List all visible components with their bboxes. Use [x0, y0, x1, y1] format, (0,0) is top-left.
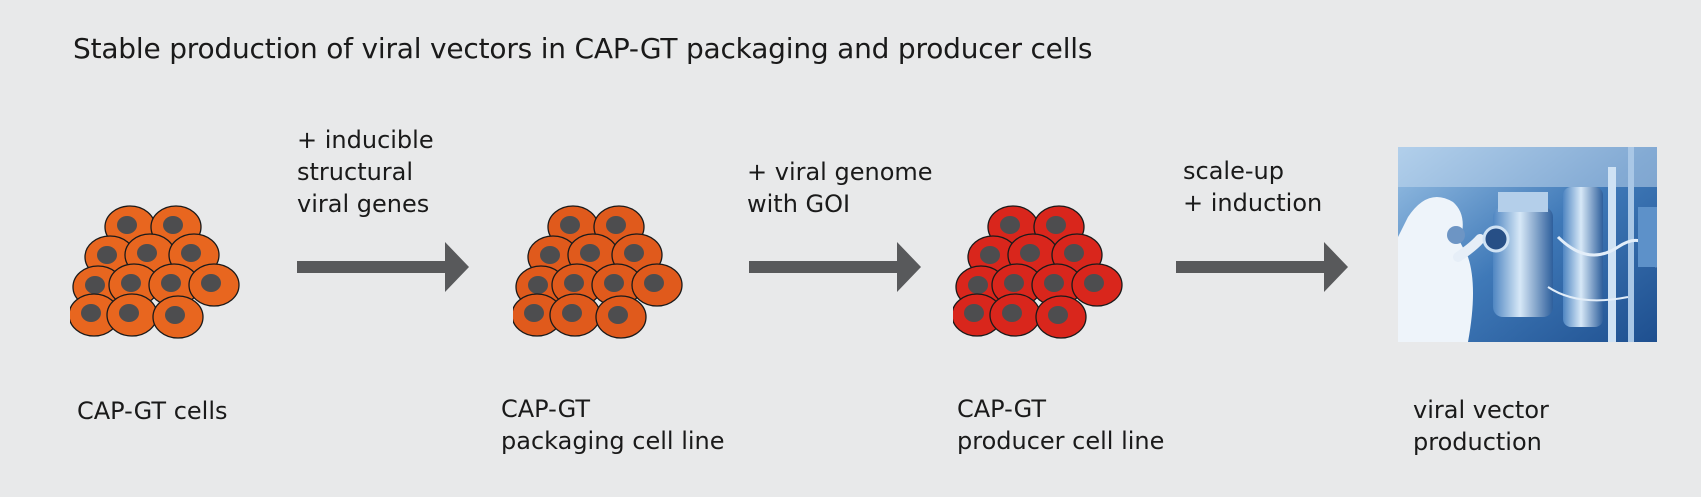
stage-caption-line: producer cell line	[957, 427, 1165, 455]
bioreactor-photo	[1398, 147, 1657, 342]
stage-caption-line: CAP-GT cells	[77, 397, 228, 425]
cell-nucleus	[528, 276, 548, 294]
diagram-title: Stable production of viral vectors in CA…	[73, 32, 1093, 65]
step-label-line: viral genes	[297, 190, 430, 218]
step-label-viral-genome: + viral genome with GOI	[747, 156, 933, 220]
cap-gt-cells-cluster	[70, 205, 240, 339]
cell-nucleus	[97, 246, 117, 264]
stage-caption-line: viral vector	[1413, 396, 1549, 424]
cell-nucleus	[1000, 216, 1020, 234]
cell-nucleus	[201, 274, 221, 292]
cell-nucleus	[624, 244, 644, 262]
cell-nucleus	[1002, 304, 1022, 322]
cell-nucleus	[181, 244, 201, 262]
step-label-line: + induction	[1183, 189, 1323, 217]
cell-nucleus	[137, 244, 157, 262]
right-arrow-icon	[749, 242, 921, 292]
cell-nucleus	[964, 304, 984, 322]
packaging-cell-line-cluster	[513, 205, 683, 339]
cell-nucleus	[968, 276, 988, 294]
cell-nucleus	[1004, 274, 1024, 292]
step-label-line: with GOI	[747, 190, 851, 218]
cell-nucleus	[644, 274, 664, 292]
stage-caption-cap-gt-cells: CAP-GT cells	[77, 395, 228, 427]
stage-caption-producer: CAP-GT producer cell line	[957, 393, 1164, 457]
cell-nucleus	[608, 306, 628, 324]
stage-caption-packaging: CAP-GT packaging cell line	[501, 393, 725, 457]
stage-caption-line: production	[1413, 428, 1542, 456]
cell-nucleus	[560, 216, 580, 234]
step-label-line: + viral genome	[747, 158, 933, 186]
cell-nucleus	[1048, 306, 1068, 324]
cell-nucleus	[562, 304, 582, 322]
step-label-inducible-genes: + inducible structural viral genes	[297, 124, 434, 220]
cell-nucleus	[121, 274, 141, 292]
stage-caption-line: CAP-GT	[957, 395, 1047, 423]
cell-nucleus	[161, 274, 181, 292]
cell-nucleus	[564, 274, 584, 292]
stage-caption-line: packaging cell line	[501, 427, 725, 455]
cell-nucleus	[1064, 244, 1084, 262]
cell-nucleus	[1084, 274, 1104, 292]
cell-nucleus	[81, 304, 101, 322]
step-label-line: scale-up	[1183, 157, 1284, 185]
step-label-line: + inducible	[297, 126, 434, 154]
cell-nucleus	[85, 276, 105, 294]
cell-nucleus	[1046, 216, 1066, 234]
cell-nucleus	[604, 274, 624, 292]
cell-nucleus	[165, 306, 185, 324]
cell-nucleus	[1020, 244, 1040, 262]
stage-caption-line: CAP-GT	[501, 395, 591, 423]
right-arrow-icon	[1176, 242, 1348, 292]
cell-nucleus	[540, 246, 560, 264]
right-arrow-icon	[297, 242, 469, 292]
cell-nucleus	[1044, 274, 1064, 292]
cell-nucleus	[606, 216, 626, 234]
cell-nucleus	[980, 246, 1000, 264]
step-label-line: structural	[297, 158, 414, 186]
cell-nucleus	[524, 304, 544, 322]
cell-nucleus	[119, 304, 139, 322]
cell-nucleus	[117, 216, 137, 234]
producer-cell-line-cluster	[953, 205, 1123, 339]
stage-caption-production: viral vector production	[1413, 394, 1549, 458]
step-label-scale-up: scale-up + induction	[1183, 155, 1322, 219]
cell-nucleus	[163, 216, 183, 234]
cell-nucleus	[580, 244, 600, 262]
bioreactor-illustration	[1398, 147, 1657, 342]
